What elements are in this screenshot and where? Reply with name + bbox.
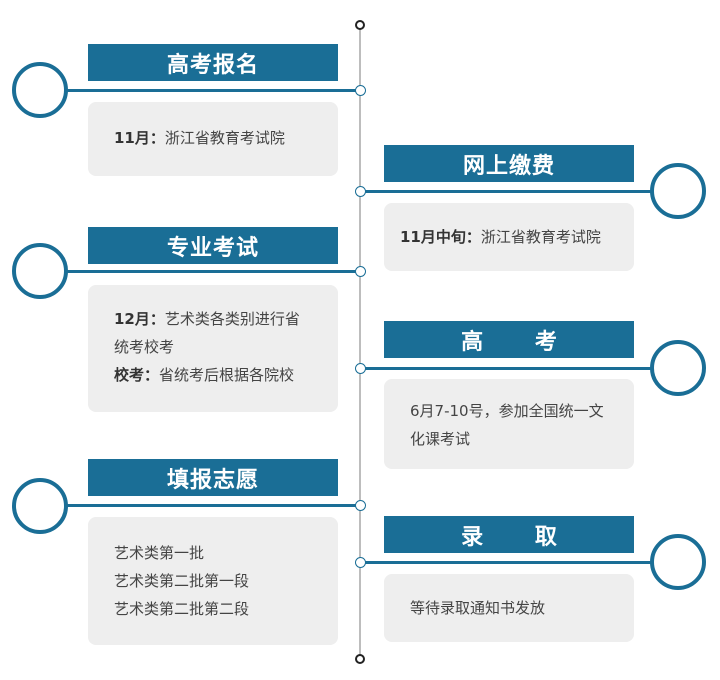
connector-line-2 <box>360 190 660 193</box>
step-1-line-1: 11月：浙江省教育考试院 <box>114 129 285 147</box>
timeline-start-dot <box>355 20 365 30</box>
step-5-line-1: 艺术类第一批 <box>114 544 205 562</box>
step-panel-6: 等待录取通知书发放 <box>384 574 634 642</box>
step-panel-2: 11月中旬：浙江省教育考试院 <box>384 203 634 271</box>
ring-2 <box>650 163 706 219</box>
timeline-node-2 <box>355 186 366 197</box>
timeline-end-dot <box>355 654 365 664</box>
step-panel-3: 12月：艺术类各类别进行省 统考校考 校考：省统考后根据各院校 <box>88 285 338 412</box>
step-4-line-2: 化课考试 <box>410 430 471 448</box>
step-panel-1: 11月：浙江省教育考试院 <box>88 102 338 176</box>
step-4-line-1: 6月7-10号，参加全国统一文 <box>410 402 604 420</box>
timeline-node-5 <box>355 500 366 511</box>
connector-line-6 <box>360 561 660 564</box>
timeline-axis <box>359 27 361 659</box>
ring-5 <box>12 478 68 534</box>
step-title-2: 网上缴费 <box>384 145 634 182</box>
timeline-node-4 <box>355 363 366 374</box>
connector-line-1 <box>58 89 360 92</box>
timeline-node-1 <box>355 85 366 96</box>
connector-line-3 <box>58 270 360 273</box>
connector-line-5 <box>58 504 360 507</box>
ring-3 <box>12 243 68 299</box>
step-6-line-1: 等待录取通知书发放 <box>410 599 546 617</box>
connector-line-4 <box>360 367 660 370</box>
step-2-line-1: 11月中旬：浙江省教育考试院 <box>400 228 601 246</box>
step-title-6: 录 取 <box>384 516 634 553</box>
timeline-node-6 <box>355 557 366 568</box>
step-5-line-2: 艺术类第二批第一段 <box>114 572 250 590</box>
step-title-3: 专业考试 <box>88 227 338 264</box>
step-3-line-3: 校考：省统考后根据各院校 <box>114 366 295 384</box>
step-title-4: 高 考 <box>384 321 634 358</box>
timeline-node-3 <box>355 266 366 277</box>
step-panel-4: 6月7-10号，参加全国统一文 化课考试 <box>384 379 634 469</box>
step-title-1: 高考报名 <box>88 44 338 81</box>
step-panel-5: 艺术类第一批 艺术类第二批第一段 艺术类第二批第二段 <box>88 517 338 645</box>
step-5-line-3: 艺术类第二批第二段 <box>114 600 250 618</box>
ring-1 <box>12 62 68 118</box>
step-3-line-2: 统考校考 <box>114 338 175 356</box>
ring-6 <box>650 534 706 590</box>
step-3-line-1: 12月：艺术类各类别进行省 <box>114 310 300 328</box>
step-title-5: 填报志愿 <box>88 459 338 496</box>
ring-4 <box>650 340 706 396</box>
